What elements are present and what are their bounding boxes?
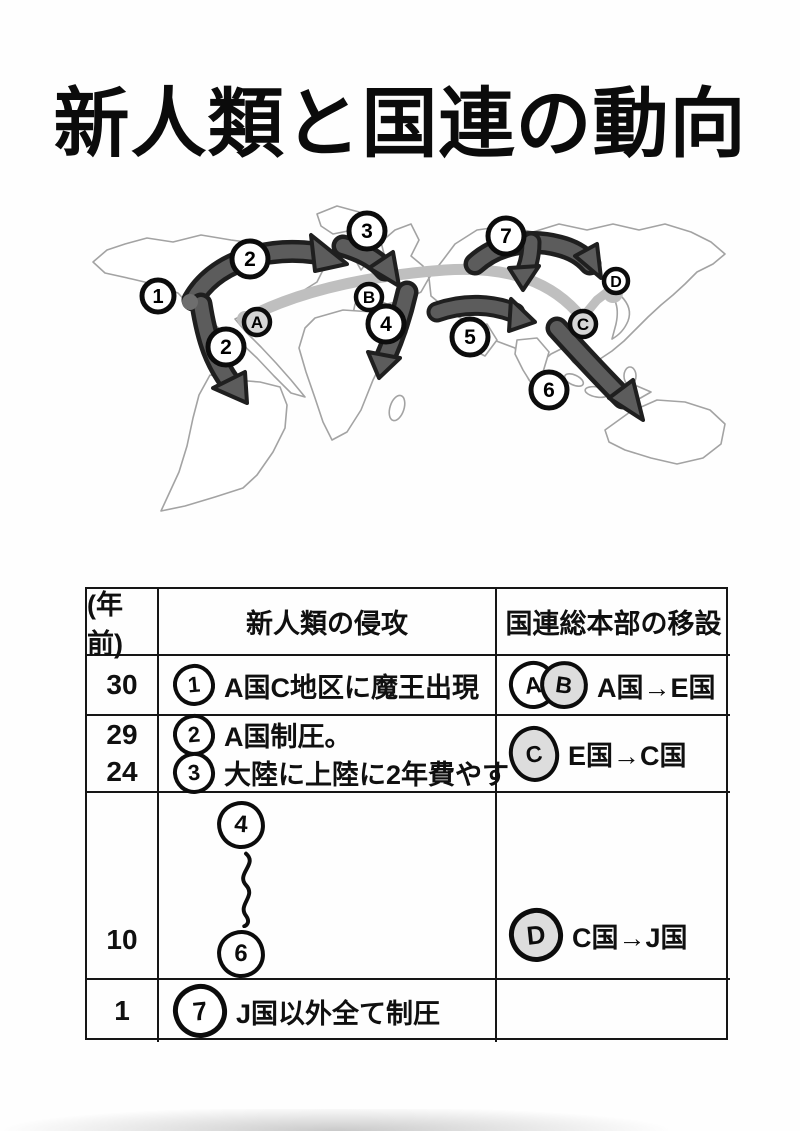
svg-text:2: 2 [220,336,232,359]
page-title: 新人類と国連の動向 [53,82,747,167]
row1-invasion: 1 A国C地区に魔王出現 [159,656,497,716]
world-map: 1 2 2 3 4 5 6 7 A B C D [85,200,735,540]
circled-marker-3: 3 [171,749,217,796]
row4-year: 1 [87,980,159,1042]
row2-year-29: 29 [106,718,138,750]
circled-marker-2: 2 [171,711,217,758]
row2-year-24: 24 [106,756,138,788]
island-se-asia-1 [563,373,585,387]
invasion-arrow-5-south-asia [426,294,537,333]
map-marker-relocation-b: B [353,281,385,313]
svg-text:D: D [610,274,622,291]
circled-marker-4: 4 [215,799,267,851]
svg-text:C: C [577,315,589,334]
origin-dot [182,294,198,310]
map-marker-invasion-1: 1 [139,277,177,315]
row2-relocation: C E国→C国 [497,716,730,793]
map-marker-invasion-3: 3 [346,210,388,252]
row4-relocation-empty [497,980,730,1042]
circled-marker-1: 1 [171,662,217,708]
row2-invasion-text-2: 大陸に上陸に2年費やす [224,760,510,790]
map-marker-relocation-d: D [601,266,631,296]
map-marker-invasion-5: 5 [449,316,491,358]
circled-marker-6: 6 [215,928,267,980]
row1-relocation: A B A国→E国 [497,656,730,716]
map-markers: 1 2 2 3 4 5 6 7 A B C D [139,210,631,411]
svg-text:3: 3 [361,220,373,243]
map-marker-invasion-2b: 2 [205,326,247,368]
islands-japan [611,295,631,340]
header-relocation: 国連総本部の移設 [497,589,730,656]
row1-invasion-text: A国C地区に魔王出現 [224,672,479,703]
svg-text:2: 2 [244,248,256,271]
timeline-table: (年前) 新人類の侵攻 国連総本部の移設 30 1 A国C地区に魔王出現 A B… [85,587,730,1042]
circled-marker-c: C [505,722,563,785]
circled-marker-d: D [506,905,566,965]
continent-asia [428,223,726,381]
row4-invasion-text: J国以外全て制圧 [236,998,441,1029]
row2-invasion: 2 A国制圧。 3 大陸に上陸に2年費やす [159,711,509,796]
circled-marker-7: 7 [170,981,230,1041]
svg-text:1: 1 [152,286,163,308]
svg-text:B: B [363,288,375,307]
continuation-squiggle [241,851,252,928]
map-marker-invasion-6: 6 [528,369,570,411]
svg-text:7: 7 [500,225,512,248]
row3-year-10: 10 [106,924,138,955]
map-marker-relocation-c: C [567,308,599,340]
page-bottom-shadow [0,1109,800,1131]
invasion-arrow-6-australia [545,316,645,422]
row2-relocation-text: E国→C国 [568,741,687,771]
header-years: (年前) [87,589,159,659]
svg-text:A: A [251,313,263,332]
map-marker-invasion-4: 4 [365,303,407,345]
row3-invasion: 4 6 [159,793,497,980]
row1-year: 30 [87,656,159,716]
row4-invasion: 7 J国以外全て制圧 [159,980,497,1042]
world-map-svg: 1 2 2 3 4 5 6 7 A B C D [92,205,726,512]
row2-years: 29 24 [87,716,159,793]
svg-text:6: 6 [543,379,555,402]
row1-relocation-text: A国→E国 [597,672,716,703]
row3-year: 10 [87,793,159,980]
continent-south-america [160,374,288,512]
row3-relocation: D C国→J国 [497,793,730,980]
invasion-arrow-3-europe [331,234,401,288]
island-madagascar [388,394,406,422]
row3-relocation-text: C国→J国 [572,922,688,953]
map-marker-invasion-7: 7 [485,215,527,257]
map-marker-relocation-a: A [241,306,273,338]
continent-australia [604,399,726,465]
map-marker-invasion-2a: 2 [229,238,271,280]
row2-invasion-text-1: A国制圧。 [224,722,352,752]
header-invasion: 新人類の侵攻 [159,589,497,656]
svg-text:4: 4 [380,313,392,336]
svg-text:5: 5 [464,326,476,349]
continent-outlines [92,205,726,512]
